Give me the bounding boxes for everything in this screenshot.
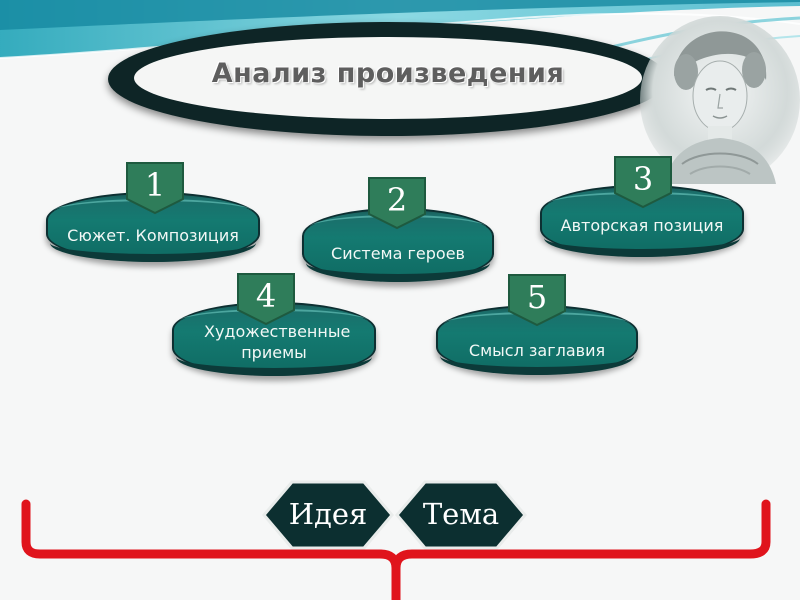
number-label-3: 3 — [632, 160, 654, 198]
number-badge-1: 1 — [123, 161, 187, 215]
number-badge-2: 2 — [365, 176, 429, 230]
arrow-theme[interactable]: Тема — [395, 478, 527, 552]
number-badge-4: 4 — [234, 272, 298, 326]
topic-disc-1[interactable]: Сюжет. Композиция — [46, 192, 260, 262]
number-badge-5: 5 — [505, 273, 569, 327]
number-label-1: 1 — [144, 166, 166, 204]
portrait-image — [640, 16, 800, 184]
topic-label-3: Авторская позиция — [560, 216, 724, 235]
arrow-idea[interactable]: Идея — [262, 478, 394, 552]
number-badge-3: 3 — [611, 155, 675, 209]
slide-title: Анализ произведения — [211, 58, 565, 89]
topic-label-4: Художественные приемы — [204, 322, 351, 362]
topic-label-1: Сюжет. Композиция — [67, 226, 239, 245]
curly-bracket — [21, 499, 771, 600]
arrow-theme-label: Тема — [422, 497, 500, 531]
arrow-idea-label: Идея — [288, 497, 368, 531]
topic-label-2: Система героев — [331, 244, 465, 263]
number-label-2: 2 — [386, 181, 408, 219]
topic-label-5: Смысл заглавия — [468, 341, 606, 360]
number-label-5: 5 — [526, 278, 548, 316]
title-oval — [108, 22, 668, 136]
number-label-4: 4 — [255, 277, 277, 315]
